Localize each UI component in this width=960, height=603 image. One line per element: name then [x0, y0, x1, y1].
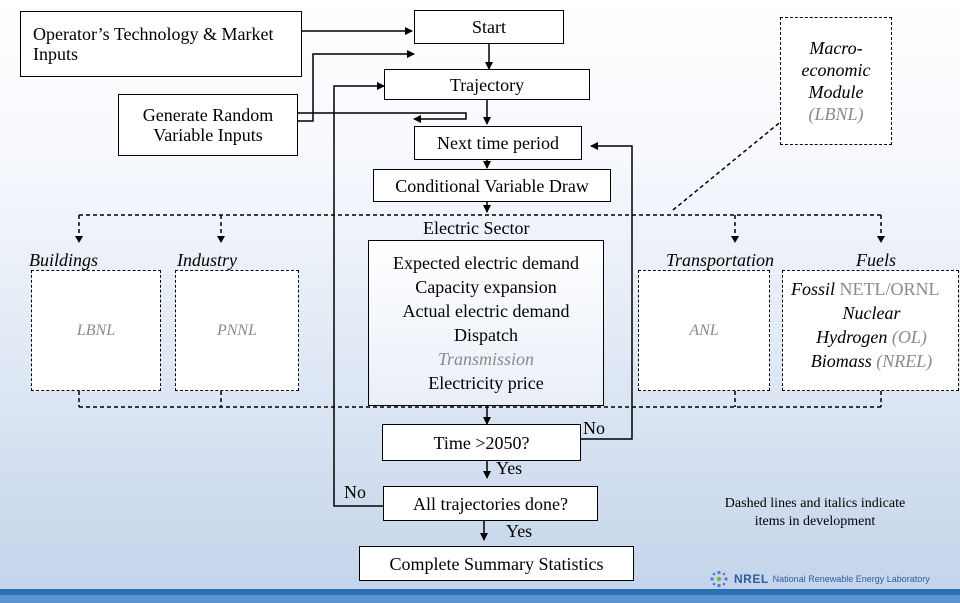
buildings-title: Buildings	[29, 250, 99, 270]
no-label-2: No	[344, 482, 366, 502]
biomass-label: Biomass	[810, 351, 872, 371]
buildings-lab: LBNL	[76, 321, 116, 339]
fossil-lab: NETL/ORNL	[839, 279, 940, 299]
electric-sector-title: Electric Sector	[423, 218, 530, 238]
operator-inputs-label: Operator’s Technology & Market Inputs	[33, 24, 274, 64]
macro-line-1: Macro-	[809, 38, 863, 58]
next-time-period-label: Next time period	[437, 133, 559, 153]
hydrogen-label: Hydrogen	[816, 327, 888, 347]
summary-statistics-box: Complete Summary Statistics	[359, 546, 634, 581]
trajectory-box: Trajectory	[384, 69, 590, 100]
fossil-label: Fossil	[791, 279, 836, 299]
macroeconomic-module-box: Macro- economic Module (LBNL)	[780, 17, 892, 145]
electricity-price-item: Electricity price	[428, 373, 544, 393]
no-label-1: No	[583, 418, 605, 438]
time-check-label: Time >2050?	[433, 432, 530, 453]
development-note: Dashed lines and italics indicate items …	[690, 495, 940, 531]
industry-title: Industry	[177, 250, 237, 270]
transportation-title: Transportation	[666, 250, 775, 270]
transmission-item: Transmission	[437, 349, 535, 369]
fuel-hydrogen: Hydrogen (OL)	[783, 327, 958, 348]
macro-line-2: economic	[801, 60, 871, 80]
all-done-label: All trajectories done?	[413, 493, 568, 514]
nrel-logo: NREL National Renewable Energy Laborator…	[708, 570, 930, 588]
fuel-biomass: Biomass (NREL)	[783, 351, 958, 372]
start-label: Start	[472, 17, 506, 37]
yes-label-2: Yes	[506, 521, 533, 541]
nuclear-label: Nuclear	[842, 303, 901, 323]
start-box: Start	[414, 10, 564, 44]
trajectory-label: Trajectory	[449, 74, 525, 95]
time-check-box: Time >2050?	[382, 424, 581, 461]
footer-band	[0, 589, 960, 595]
operator-inputs-box: Operator’s Technology & Market Inputs	[20, 11, 302, 77]
dispatch-item: Dispatch	[454, 325, 518, 345]
note-line-2: items in development	[754, 514, 876, 529]
fuel-nuclear: Nuclear	[783, 303, 958, 324]
random-inputs-label: Generate Random Variable Inputs	[142, 105, 274, 145]
fuel-fossil: Fossil NETL/ORNL	[791, 279, 940, 300]
industry-box: PNNL	[175, 270, 299, 391]
biomass-lab: (NREL)	[876, 351, 933, 371]
hydrogen-lab: (OL)	[891, 327, 927, 347]
transportation-box: ANL	[638, 270, 770, 391]
buildings-box: LBNL	[31, 270, 161, 391]
nrel-sunburst-icon	[710, 570, 728, 588]
next-time-period-box: Next time period	[414, 126, 582, 160]
fuels-title: Fuels	[856, 250, 896, 270]
industry-lab: PNNL	[216, 321, 257, 339]
summary-statistics-label: Complete Summary Statistics	[389, 553, 604, 574]
note-line-1: Dashed lines and italics indicate	[724, 496, 906, 511]
nrel-org-name: National Renewable Energy Laboratory	[772, 574, 930, 584]
conditional-variable-draw-label: Conditional Variable Draw	[395, 175, 589, 196]
random-inputs-box: Generate Random Variable Inputs	[118, 94, 298, 156]
yes-label-1: Yes	[496, 458, 523, 478]
macro-line-3: Module	[808, 82, 864, 102]
transportation-lab: ANL	[689, 321, 719, 339]
electric-sector-box: Expected electric demand Capacity expans…	[368, 240, 604, 406]
nrel-mark: NREL	[734, 572, 769, 586]
actual-demand-item: Actual electric demand	[402, 301, 570, 321]
footer-band-light	[0, 595, 960, 603]
macro-lab: (LBNL)	[808, 104, 864, 124]
fuels-box: Fossil NETL/ORNL Nuclear Hydrogen (OL) B…	[782, 270, 959, 391]
all-done-box: All trajectories done?	[383, 486, 598, 521]
capacity-expansion-item: Capacity expansion	[415, 277, 557, 297]
conditional-variable-draw-box: Conditional Variable Draw	[373, 169, 611, 202]
expected-demand-item: Expected electric demand	[393, 253, 579, 273]
